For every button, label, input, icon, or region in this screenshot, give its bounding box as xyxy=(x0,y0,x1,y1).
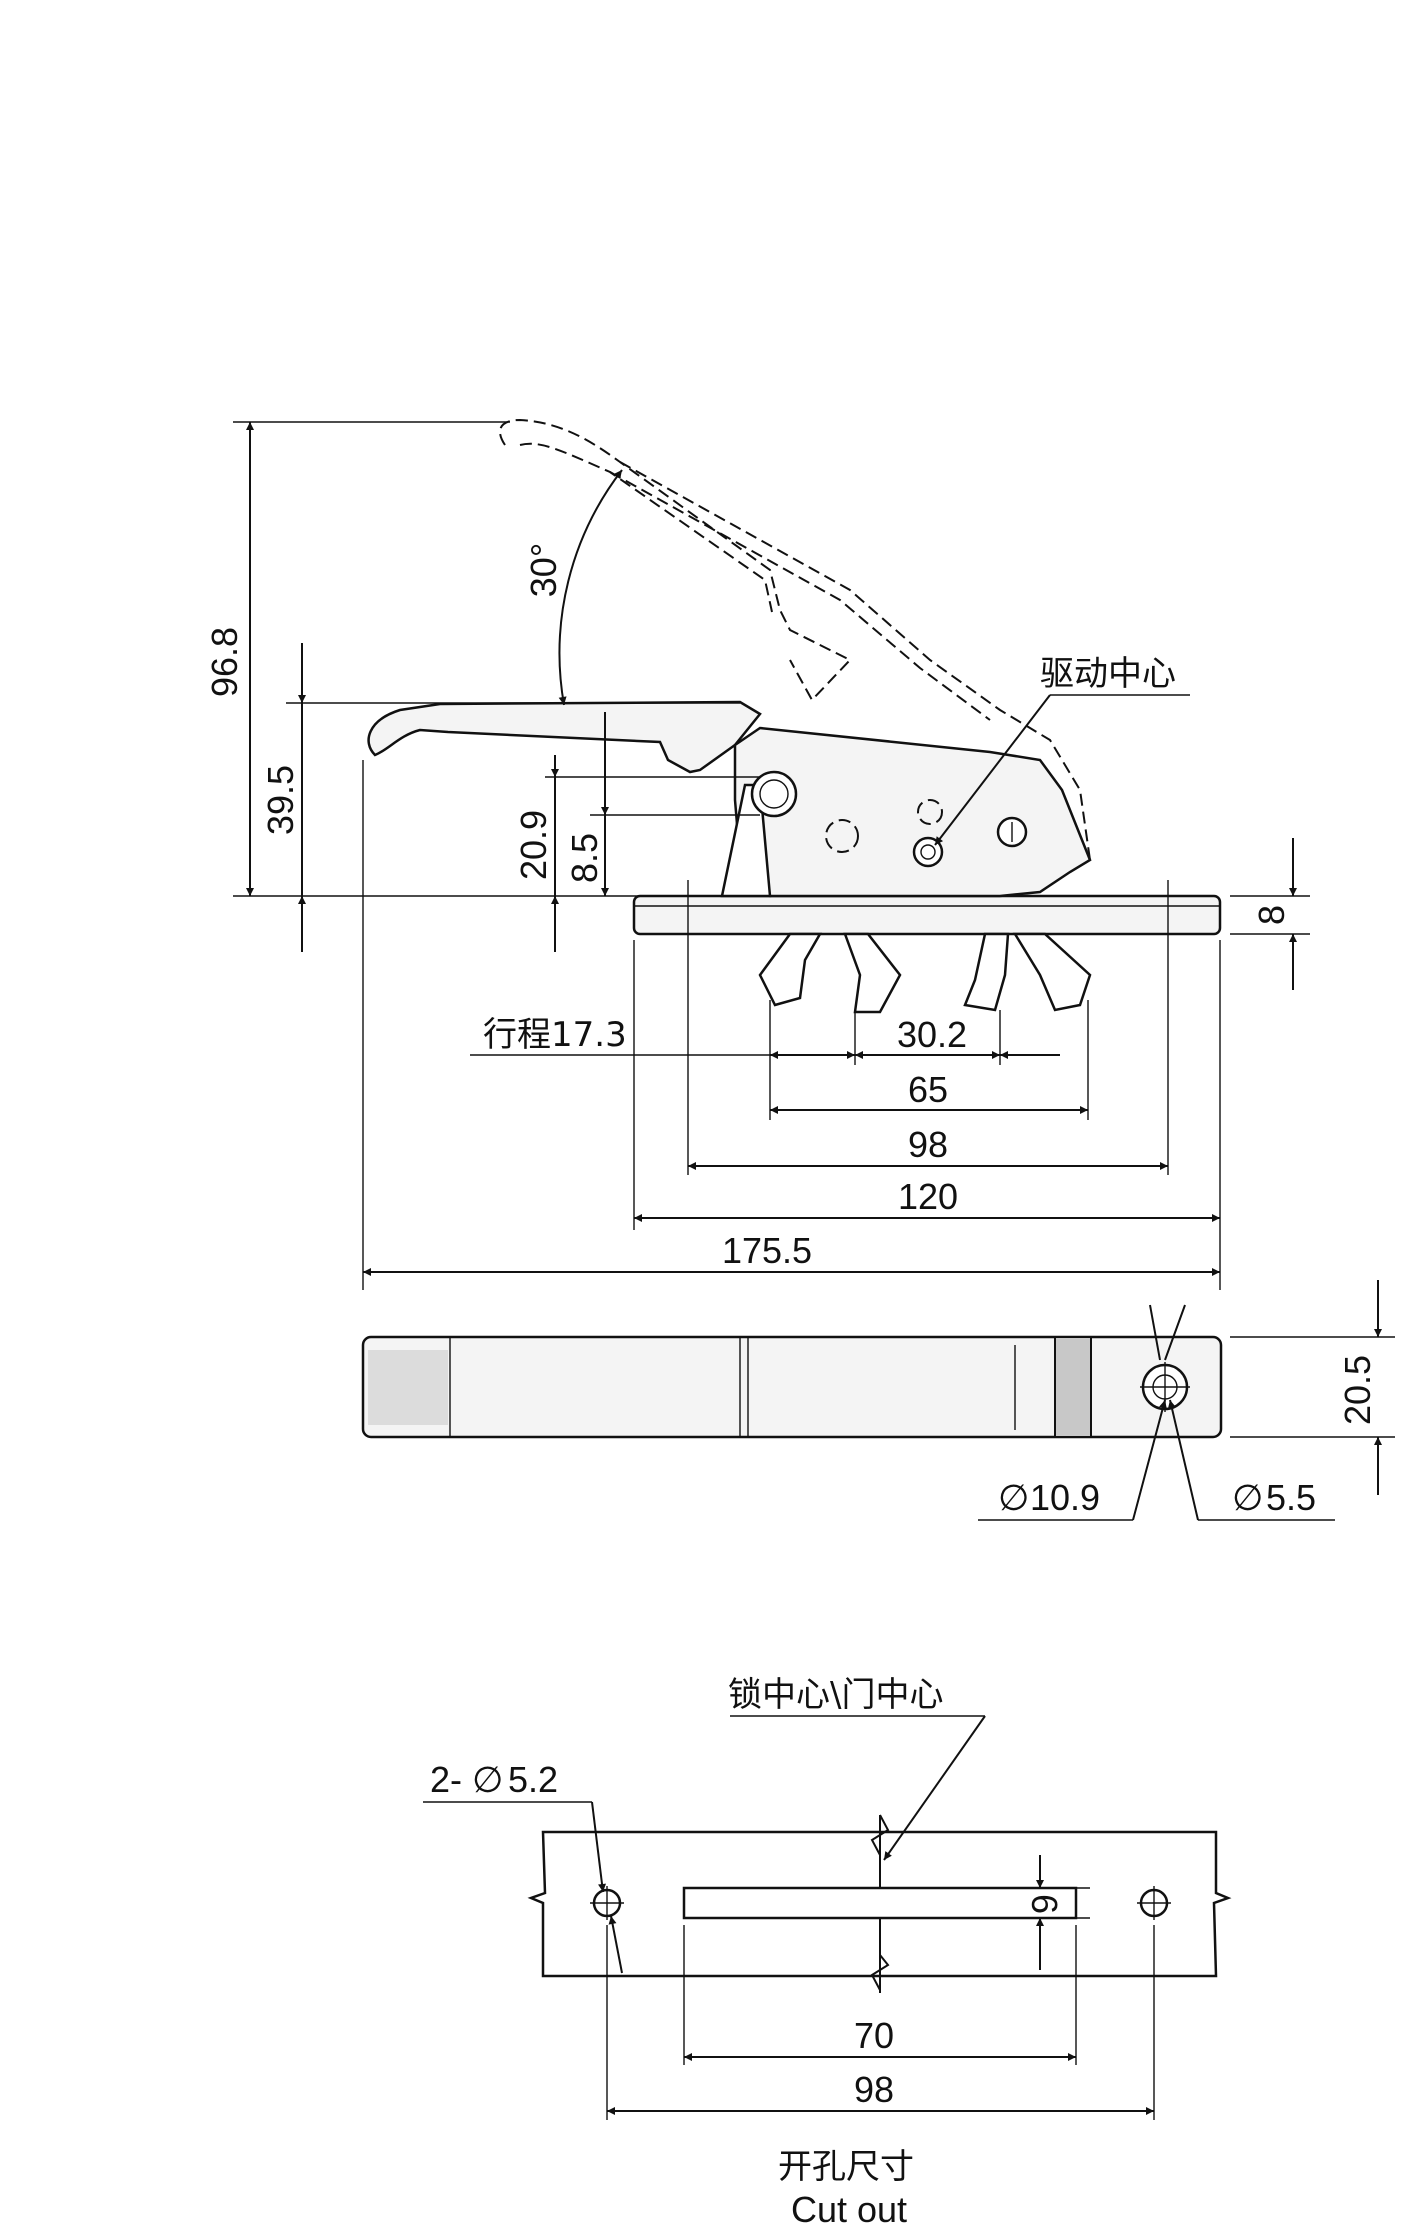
dim-top-width: 20.5 xyxy=(1337,1355,1378,1425)
top-view-body xyxy=(361,1335,1223,1439)
dim-pivot-height: 20.9 xyxy=(513,810,554,880)
dia-symbol-outer: ∅ xyxy=(998,1477,1029,1518)
dim-98-side: 98 xyxy=(908,1124,948,1165)
dim-65: 65 xyxy=(908,1069,948,1110)
dim-dia-inner: 5.5 xyxy=(1266,1477,1316,1518)
handle-closed xyxy=(367,700,762,774)
dim-slot-width: 6 xyxy=(1024,1894,1065,1914)
dim-dia-outer: 10.9 xyxy=(1030,1477,1100,1518)
dim-overall-height: 96.8 xyxy=(204,627,245,697)
top-view: 20.5 ∅ 10.9 ∅ 5.5 xyxy=(361,1280,1395,1521)
dim-holes-dia: 5.2 xyxy=(508,1759,558,1800)
dia-symbol-inner: ∅ xyxy=(1232,1477,1263,1518)
cutout-view: 6 锁中心\门中心 2- ∅ 5.2 70 98 开孔尺寸 Cut out xyxy=(423,1675,1232,2226)
pivot-pin xyxy=(750,770,798,818)
dim-angle: 30° xyxy=(523,543,564,597)
cutout-title-en: Cut out xyxy=(791,2189,907,2226)
cutout-slot xyxy=(682,1886,1078,1920)
dim-175-5: 175.5 xyxy=(722,1230,812,1271)
dim-pivot-low-height: 8.5 xyxy=(564,833,605,883)
claw-teeth xyxy=(758,932,1092,1014)
dim-handle-height: 39.5 xyxy=(260,765,301,835)
center-label: 锁中心\门中心 xyxy=(728,1675,943,1715)
stroke-label: 行程17.3 xyxy=(483,1015,627,1055)
cutout-title-cn: 开孔尺寸 xyxy=(778,2147,914,2187)
dia-symbol-holes: ∅ xyxy=(472,1759,503,1800)
drive-center-label: 驱动中心 xyxy=(1040,654,1176,694)
holes-label-prefix: 2- xyxy=(430,1759,462,1800)
base-plate xyxy=(632,894,1222,936)
dim-slot-length: 70 xyxy=(854,2015,894,2056)
dim-holes-spacing: 98 xyxy=(854,2069,894,2110)
dim-base-thickness: 8 xyxy=(1251,905,1292,925)
side-view: 96.8 39.5 20.9 8.5 8 30° 驱动中心 行程17.3 30.… xyxy=(204,418,1310,1290)
dim-30-2: 30.2 xyxy=(897,1014,967,1055)
dim-120: 120 xyxy=(898,1176,958,1217)
